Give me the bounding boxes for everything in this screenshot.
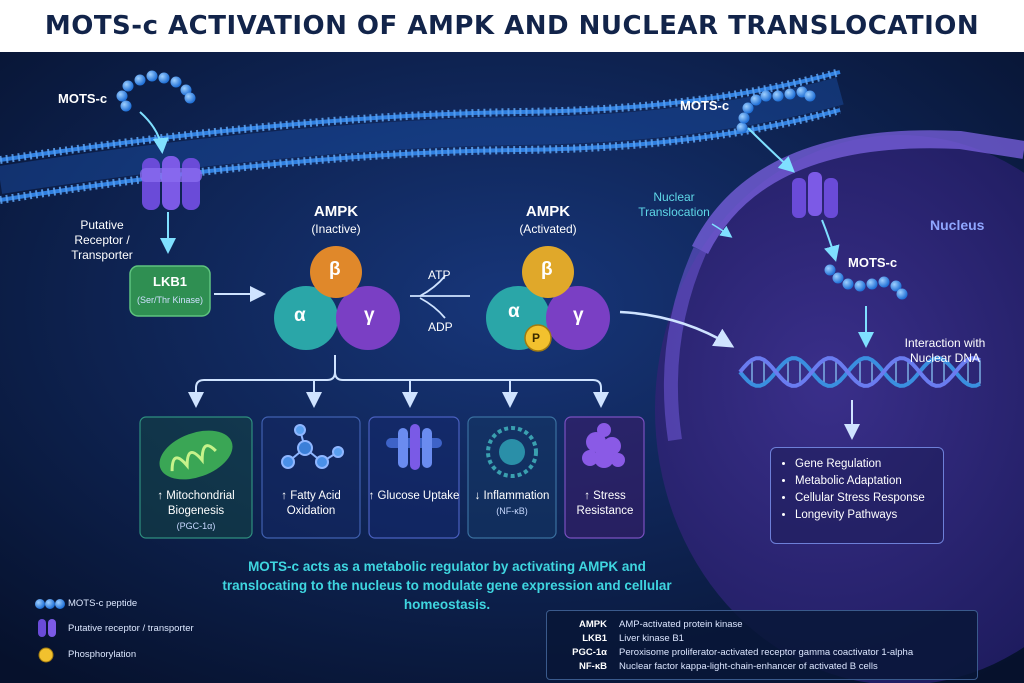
nuclear-receptor-icon <box>792 172 838 218</box>
glossary-box: AMPK AMP-activated protein kinase LKB1 L… <box>546 610 978 680</box>
nuclear-translocation-label: Nuclear Translocation <box>628 190 720 220</box>
receptor-icon <box>140 156 202 210</box>
legend-receptor: Putative receptor / transporter <box>68 623 194 634</box>
effect-glucose: ↑ Glucose Uptake <box>359 489 469 504</box>
motsc-label-left: MOTS-c <box>58 91 107 106</box>
page-title: MOTS-c ACTIVATION OF AMPK AND NUCLEAR TR… <box>45 11 979 41</box>
ampk-active-sublabel: (Activated) <box>508 222 588 237</box>
receptor-label: Putative Receptor / Transporter <box>62 218 142 263</box>
beta-subunit-active-label: β <box>541 262 553 277</box>
effect-inflammation: ↓ Inflammation (NF-κB) <box>457 489 567 519</box>
effect-mitochondrial: ↑ Mitochondrial Biogenesis (PGC-1α) <box>141 489 251 534</box>
effect-stress: ↑ Stress Resistance <box>560 489 650 519</box>
effect-fatty-acid: ↑ Fatty Acid Oxidation <box>256 489 366 519</box>
outcome-item: Longevity Pathways <box>795 509 943 521</box>
atp-label: ATP <box>428 268 450 283</box>
gamma-subunit-label: γ <box>364 308 375 323</box>
dna-interaction-label: Interaction with Nuclear DNA <box>890 336 1000 366</box>
lkb1-sublabel: (Ser/Thr Kinase) <box>130 293 210 308</box>
gamma-subunit-active-label: γ <box>573 308 584 323</box>
outcome-item: Metabolic Adaptation <box>795 475 943 487</box>
motsc-label-nucleus: MOTS-c <box>848 255 897 270</box>
outcomes-box: Gene Regulation Metabolic Adaptation Cel… <box>770 447 944 544</box>
lkb1-label: LKB1 <box>130 274 210 289</box>
adp-label: ADP <box>428 320 453 335</box>
title-bar: MOTS-c ACTIVATION OF AMPK AND NUCLEAR TR… <box>0 0 1024 52</box>
legend-peptide-icon <box>35 599 65 609</box>
ampk-inactive-sublabel: (Inactive) <box>296 222 376 237</box>
motsc-label-right: MOTS-c <box>680 98 729 113</box>
nucleus-label: Nucleus <box>930 218 984 233</box>
phospho-label: P <box>532 331 540 346</box>
alpha-subunit-label: α <box>294 308 306 323</box>
summary-text: MOTS-c acts as a metabolic regulator by … <box>222 557 672 614</box>
beta-subunit-label: β <box>329 262 341 277</box>
legend-phosphate-icon <box>39 648 53 662</box>
outcome-item: Cellular Stress Response <box>795 492 943 504</box>
legend-peptide: MOTS-c peptide <box>68 598 137 609</box>
alpha-subunit-active-label: α <box>508 304 520 319</box>
outcome-item: Gene Regulation <box>795 458 943 470</box>
legend-phosphorylation: Phosphorylation <box>68 649 136 660</box>
ampk-active-label: AMPK <box>508 204 588 219</box>
ampk-inactive-label: AMPK <box>296 204 376 219</box>
